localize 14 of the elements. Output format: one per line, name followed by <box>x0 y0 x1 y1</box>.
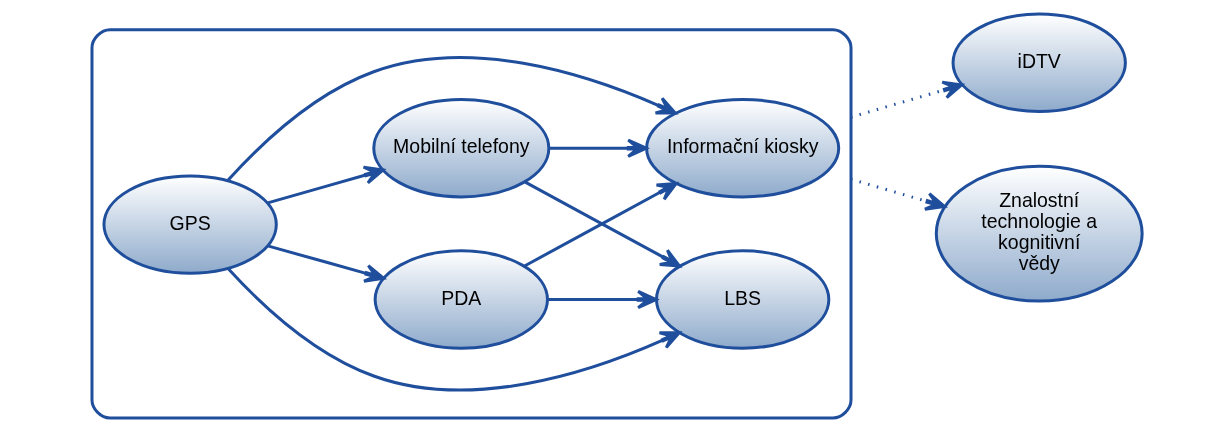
node-ellipse: PDA <box>373 249 549 350</box>
node-ellipse: Mobilní telefony <box>371 98 550 199</box>
arrow <box>226 267 681 392</box>
node-ellipse: iDTV <box>951 12 1127 113</box>
arrow <box>266 244 385 283</box>
arrow <box>850 177 946 211</box>
arrow <box>547 289 658 310</box>
node-ellipse: Znalostní technologie a kognitivní vědy <box>934 164 1144 303</box>
arrow <box>850 80 963 119</box>
arrow <box>548 138 648 158</box>
node-ellipse: GPS <box>101 174 278 275</box>
arrow <box>266 165 385 205</box>
arrow <box>226 56 677 182</box>
cluster <box>90 28 852 420</box>
